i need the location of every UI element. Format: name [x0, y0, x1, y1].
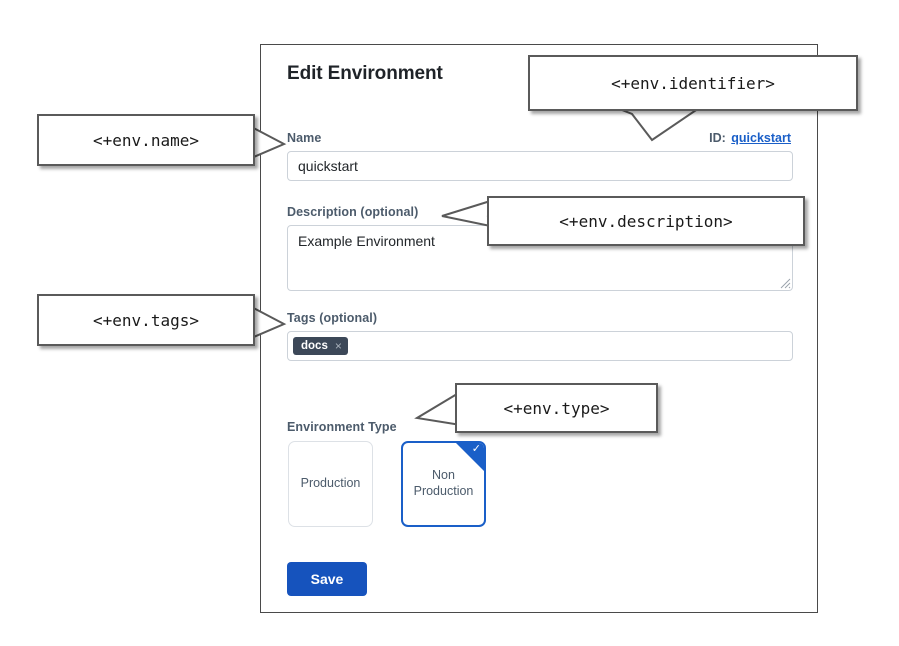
- environment-id-row: ID: quickstart: [709, 131, 791, 145]
- environment-type-option-non-production-label: Non Production: [413, 468, 474, 498]
- tag-remove-icon[interactable]: ×: [334, 338, 342, 353]
- environment-type-option-production-label: Production: [300, 476, 361, 491]
- annotation-callout-env-type: <+env.type>: [455, 383, 658, 433]
- tags-input[interactable]: docs ×: [287, 331, 793, 361]
- description-field-label: Description (optional): [287, 205, 419, 219]
- annotation-callout-env-tags: <+env.tags>: [37, 294, 255, 346]
- check-icon: ✓: [471, 443, 481, 455]
- tag-chip[interactable]: docs ×: [293, 336, 348, 356]
- environment-id-label: ID:: [709, 131, 726, 145]
- page-title: Edit Environment: [287, 63, 443, 84]
- annotation-callout-env-identifier: <+env.identifier>: [528, 55, 858, 111]
- environment-id-link[interactable]: quickstart: [731, 131, 791, 145]
- environment-type-option-production[interactable]: Production: [288, 441, 373, 527]
- annotation-callout-env-name: <+env.name>: [37, 114, 255, 166]
- environment-type-option-non-production[interactable]: Non Production ✓: [401, 441, 486, 527]
- tags-field-label: Tags (optional): [287, 311, 378, 325]
- selected-corner-ribbon: [456, 443, 484, 471]
- edit-environment-dialog: Edit Environment ID: quickstart Name Des…: [260, 44, 818, 613]
- name-field-label: Name: [287, 131, 322, 145]
- save-button[interactable]: Save: [287, 562, 367, 596]
- environment-type-label: Environment Type: [287, 420, 397, 434]
- name-input[interactable]: [287, 151, 793, 181]
- tag-chip-label: docs: [301, 339, 328, 352]
- annotation-callout-env-description: <+env.description>: [487, 196, 805, 246]
